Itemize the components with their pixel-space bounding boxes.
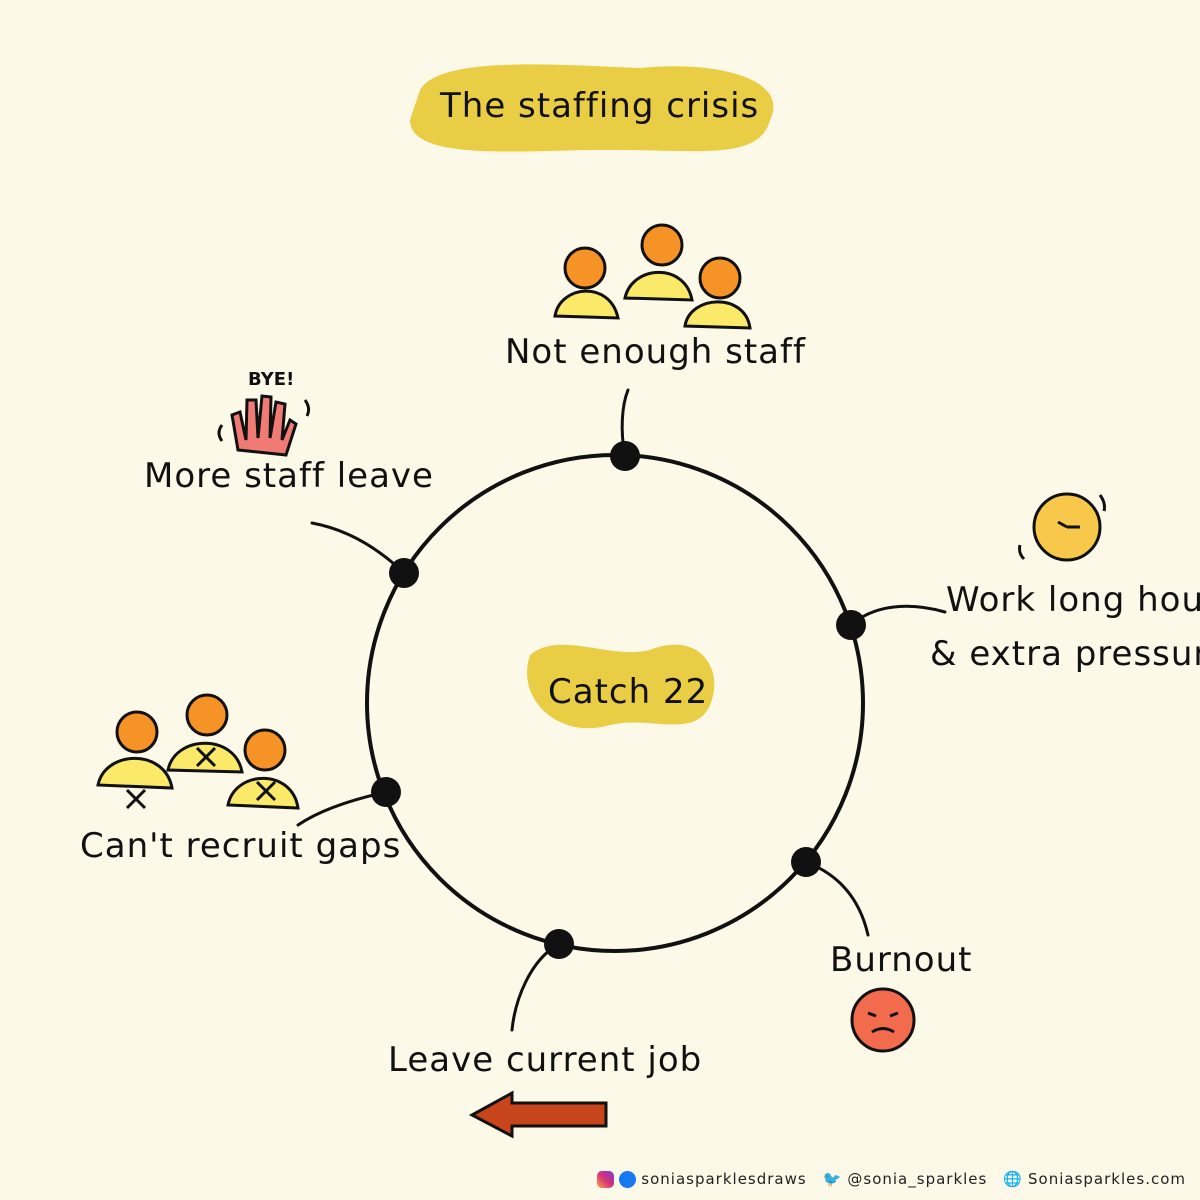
step-long-hours-line2: & extra pressure: [930, 634, 1200, 674]
instagram-icon: [597, 1170, 615, 1188]
node-leave-job: [544, 929, 574, 959]
twitter-icon: 🐦: [822, 1170, 843, 1188]
step-more-leave: More staff leave: [144, 456, 434, 496]
footer: soniasparklesdraws 🐦@sonia_sparkles 🌐Son…: [597, 1170, 1186, 1188]
sad-face-icon: [850, 987, 916, 1053]
left-arrow-icon: [468, 1090, 608, 1139]
step-burnout: Burnout: [830, 940, 973, 980]
website: Soniasparkles.com: [1028, 1170, 1186, 1188]
title-blob: [410, 64, 774, 152]
clock-icon: [1018, 492, 1106, 562]
node-not-enough-staff: [610, 441, 640, 471]
people-icon: [553, 223, 752, 330]
facebook-icon: [619, 1170, 637, 1188]
cycle-nodes: [371, 441, 866, 959]
node-more-leave: [389, 558, 419, 588]
title: The staffing crisis: [440, 86, 760, 126]
bye-text: BYE!: [248, 369, 294, 390]
step-cant-recruit: Can't recruit gaps: [80, 826, 402, 866]
node-cant-recruit: [371, 777, 401, 807]
step-leave-job: Leave current job: [388, 1040, 703, 1080]
node-burnout: [791, 847, 821, 877]
globe-icon: 🌐: [1003, 1170, 1024, 1188]
step-not-enough-staff: Not enough staff: [505, 332, 806, 372]
twitter-handle: @sonia_sparkles: [847, 1170, 988, 1188]
crossed-people-icon: [96, 693, 300, 810]
social-handle: soniasparklesdraws: [641, 1170, 807, 1188]
center-label: Catch 22: [548, 672, 709, 712]
step-long-hours-line1: Work long hours: [946, 580, 1200, 620]
node-long-hours: [836, 610, 866, 640]
waving-hand-icon: [217, 394, 311, 457]
center-blob: [527, 644, 715, 729]
